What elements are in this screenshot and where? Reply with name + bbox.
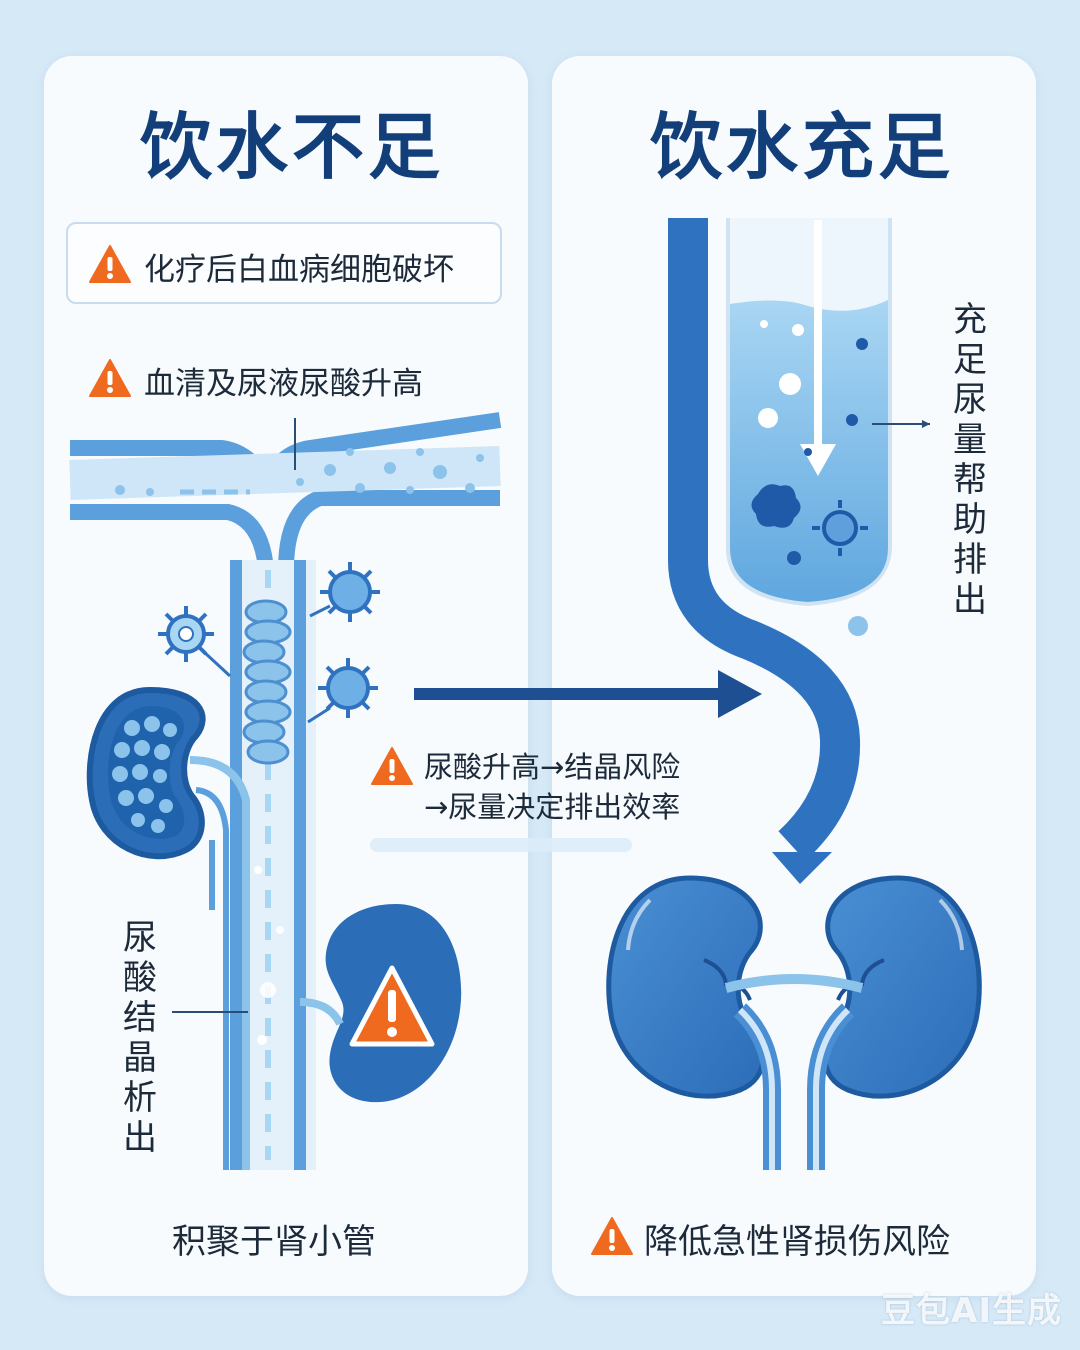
- title-insufficient-water: 饮水不足: [140, 105, 445, 189]
- serum-uric-acid-label: 血清及尿液尿酸升高: [144, 366, 423, 402]
- warning-icon: [371, 747, 413, 785]
- crystal-precipitation-label: 尿酸结晶析出: [123, 918, 157, 1158]
- warning-icon: [89, 359, 131, 397]
- warning-icon: [591, 1217, 633, 1255]
- urine-flow-tube: [668, 218, 930, 884]
- warning-icon: [89, 245, 131, 283]
- sufficient-urine-label: 充足尿量帮助排出: [953, 300, 987, 620]
- crystal-risk-label: 尿酸升高→结晶风险: [424, 750, 681, 784]
- transition-arrow: [370, 670, 762, 852]
- healthy-kidneys-icon: [606, 875, 982, 1170]
- title-sufficient-water: 饮水充足: [650, 105, 955, 189]
- urine-efficiency-label: →尿量决定排出效率: [424, 790, 681, 824]
- chemo-label: 化疗后白血病细胞破坏: [144, 252, 454, 288]
- crystal-particle-icon: [751, 484, 868, 556]
- cell-icon: [158, 562, 380, 724]
- kidney-crystals-icon: [86, 686, 206, 860]
- chemo-warning-box: [66, 222, 502, 304]
- blood-vessel: [69, 412, 502, 1170]
- watermark: 豆包AI生成: [881, 1291, 1062, 1331]
- kidney-warning-icon: [299, 904, 462, 1103]
- reduce-aki-risk-label: 降低急性肾损伤风险: [644, 1222, 950, 1262]
- tubule-accumulation-label: 积聚于肾小管: [172, 1222, 376, 1262]
